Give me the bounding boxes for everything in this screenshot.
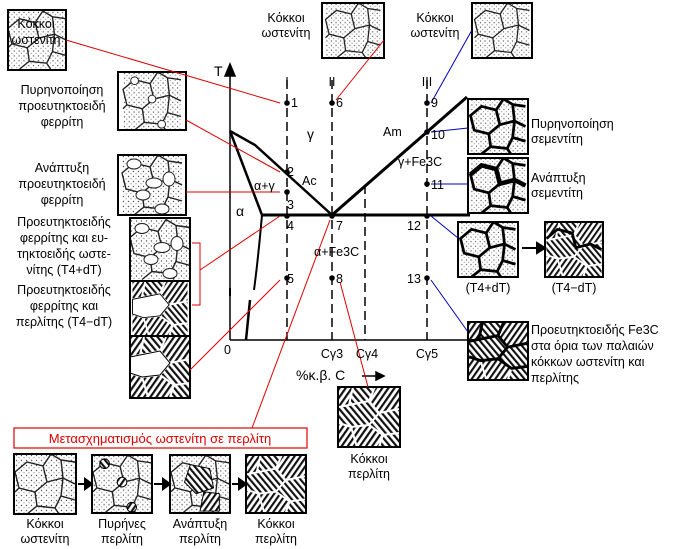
point-label-5: 5 [287,272,294,286]
label-ferrite-eut-aus-3: τηκτοειδής ωστε- [17,247,111,261]
label-ferrite-eut-aus-1: Προευτηκτοειδής [17,215,111,229]
x-axis-arrow [362,370,386,382]
tick-cg3: Cγ3 [321,347,343,361]
label-pearlite-mid-2: περλίτη [348,467,390,481]
point-label-1: 1 [291,96,298,110]
phase-boundaries [228,95,470,341]
line-Ac: Ac [302,174,317,188]
label-seq-pearlite-2: περλίτη [255,532,297,546]
label-nucleation-ferrite-2: προευτηκτοειδή [18,99,105,113]
phase-alpha: α [236,203,244,219]
label-seq-austenite-1: Κόκκοι [26,517,63,531]
axis-x-label: %κ.β. C [296,367,345,383]
label-nucleation-cementite-2: σεμεντίτη [531,132,583,146]
micrograph-ferrite-nucleation [117,71,187,131]
micrograph-ferrite-growth [117,154,187,216]
label-seq-growth-1: Ανάπτυξη [173,517,228,531]
label-growth-cementite-2: σεμεντίτη [531,186,583,200]
micrograph-seq-austenite [13,453,77,515]
label-growth-ferrite-3: φερρίτη [41,193,84,207]
point-label-10: 10 [431,128,445,142]
label-growth-ferrite-2: προευτηκτοειδή [18,177,105,191]
label-austenite-left-1: Κόκκοι [17,17,54,31]
point-label-12: 12 [407,219,421,233]
label-growth-ferrite-1: Ανάπτυξη [35,161,90,175]
point-label-9: 9 [431,96,438,110]
origin-label: 0 [224,343,231,357]
micrograph-ferrite-pearlite [129,280,191,337]
label-nucleation-cementite-1: Πυρηνοποίηση [531,117,614,131]
label-ferrite-pearlite-3: περλίτης (T4−dT) [16,315,112,329]
phase-alpha-gamma: α+γ [254,179,276,193]
leaders-blue [430,29,473,333]
phase-gamma-fe3c: γ+Fe3C [398,155,442,169]
label-seq-austenite-2: ωστενίτη [21,532,70,546]
label-fe3c-3: κόκκων ωστενίτη και [531,355,645,369]
label-austenite-top2-2: ωστενίτη [262,26,311,40]
bracket [192,242,201,306]
label-nucleation-ferrite-3: φερρίτη [41,115,84,129]
composition-lines [286,80,428,340]
point-label-7: 7 [336,219,343,233]
label-growth-cementite-1: Ανάπτυξη [531,171,586,185]
label-austenite-top3-1: Κόκκοι [416,11,453,25]
label-austenite-top3-2: ωστενίτη [411,26,460,40]
label-austenite-left-2: ωστενίτη [12,33,61,47]
label-austenite-top2-1: Κόκκοι [267,11,304,25]
label-seq-growth-2: περλίτη [179,532,221,546]
micrograph-proeutectoid-fe3c [467,321,529,381]
points [284,100,430,281]
sequence-arrows [78,241,547,491]
micrograph-austenite-top3 [471,2,533,59]
label-t4-minus: (T4−dT) [552,281,597,295]
label-seq-nuclei-1: Πυρήνες [98,517,146,531]
micrograph-cementite-nucleation [467,98,529,155]
label-nucleation-ferrite-1: Πυρηνοποίηση [21,83,104,97]
label-pearlite-mid-1: Κόκκοι [350,452,387,466]
transformation-title: Μετασχηματισμός ωστενίτη σε περλίτη [49,431,271,446]
label-seq-nuclei-2: περλίτη [101,532,143,546]
micrograph-t4-minus [544,221,604,278]
label-fe3c-2: στα όρια των παλαιών [531,339,654,353]
transformation-title-box [13,427,308,449]
micrograph-pearlite-mid [337,386,401,448]
label-ferrite-pearlite-2: φερρίτης και [30,299,98,313]
point-label-11: 11 [431,178,444,192]
micrograph-seq-nuclei [91,454,153,514]
micrograph-t4-plus [457,221,519,278]
leaders-red [65,39,385,429]
label-t4-plus: (T4+dT) [466,281,511,295]
phase-gamma: γ [307,126,314,142]
phase-alpha-fe3c: α+Fe3C [314,245,359,259]
point-label-13: 13 [407,272,421,286]
label-ferrite-eut-aus-2: φερρίτης και ευ- [20,231,108,245]
point-label-2: 2 [287,165,294,179]
label-ferrite-eut-aus-4: νίτης (T4+dT) [26,263,101,277]
column-II: II [329,75,336,89]
column-I: I [285,75,288,89]
point-label-6: 6 [336,96,343,110]
tick-cg5: Cγ5 [416,347,438,361]
micrograph-seq-growth [169,454,231,514]
label-fe3c-4: περλίτης [531,371,579,385]
micrograph-ferrite-eutectoid-austenite [129,217,191,282]
point-label-4: 4 [287,219,294,233]
point-label-8: 8 [336,272,343,286]
tick-cg4: Cγ4 [356,347,378,361]
line-Am: Am [383,125,402,139]
axis-T-label: T [214,63,223,79]
label-ferrite-pearlite-1: Προευτηκτοειδής [17,283,111,297]
micrograph-seq-pearlite [245,454,307,514]
point-label-3: 3 [287,198,294,212]
column-III: III [422,75,432,89]
label-seq-pearlite-1: Κόκκοι [257,517,294,531]
micrograph-austenite-top2 [321,2,385,59]
micrograph-cementite-growth [467,157,529,214]
label-fe3c-1: Προευτηκτοειδής Fe3C [531,323,659,337]
micrograph-pearlite-left [129,335,191,399]
